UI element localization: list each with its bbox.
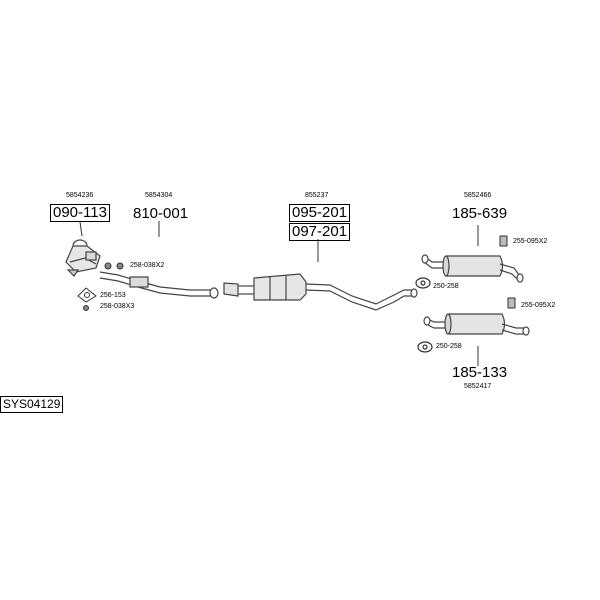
- fitting-bracket-top[interactable]: 255-095X2: [513, 238, 548, 245]
- rubber-mount-icon-top: [415, 277, 431, 289]
- front-pipe-oe-number: 5854304: [145, 192, 173, 199]
- middle-pipe-icon: [223, 273, 418, 311]
- clamp-icon-front: [104, 262, 124, 270]
- rear-top-part-number[interactable]: 185-639: [452, 205, 508, 222]
- fitting-clamp-gasket[interactable]: 258-038X3: [100, 303, 135, 310]
- leader-manifold: [79, 221, 83, 237]
- gasket-icon-front: [77, 287, 97, 303]
- front-pipe-icon: [99, 271, 219, 299]
- middle-part-number-2[interactable]: 097-201: [289, 223, 351, 241]
- fitting-rubber-top[interactable]: 250-258: [433, 283, 459, 290]
- rear-muffler-bottom-icon: [423, 313, 530, 336]
- rear-top-oe-number: 5852466: [464, 192, 492, 199]
- fitting-bracket-bottom[interactable]: 255-095X2: [521, 302, 556, 309]
- rear-muffler-top-icon: [421, 254, 524, 283]
- manifold-catalyst-icon: [65, 239, 101, 277]
- system-code: SYS04129: [0, 396, 64, 413]
- middle-oe-number: 855237: [305, 192, 329, 199]
- fitting-gasket-front[interactable]: 256-153: [100, 292, 126, 299]
- bracket-icon-top: [499, 235, 508, 247]
- front-pipe-part-number[interactable]: 810-001: [133, 205, 189, 222]
- manifold-part-number[interactable]: 090-113: [50, 204, 110, 222]
- middle-part-number-1[interactable]: 095-201: [289, 204, 351, 222]
- rubber-mount-icon-bottom: [417, 341, 433, 353]
- manifold-oe-number: 5854236: [66, 192, 94, 199]
- fitting-clamp-front[interactable]: 258-038X2: [130, 262, 165, 269]
- rear-bottom-part-number[interactable]: 185-133: [452, 364, 508, 381]
- rear-bottom-oe-number: 5852417: [464, 383, 492, 390]
- clamp-gasket-icon: [83, 305, 89, 311]
- fitting-rubber-bottom[interactable]: 250-258: [436, 343, 462, 350]
- bracket-icon-bottom: [507, 297, 516, 309]
